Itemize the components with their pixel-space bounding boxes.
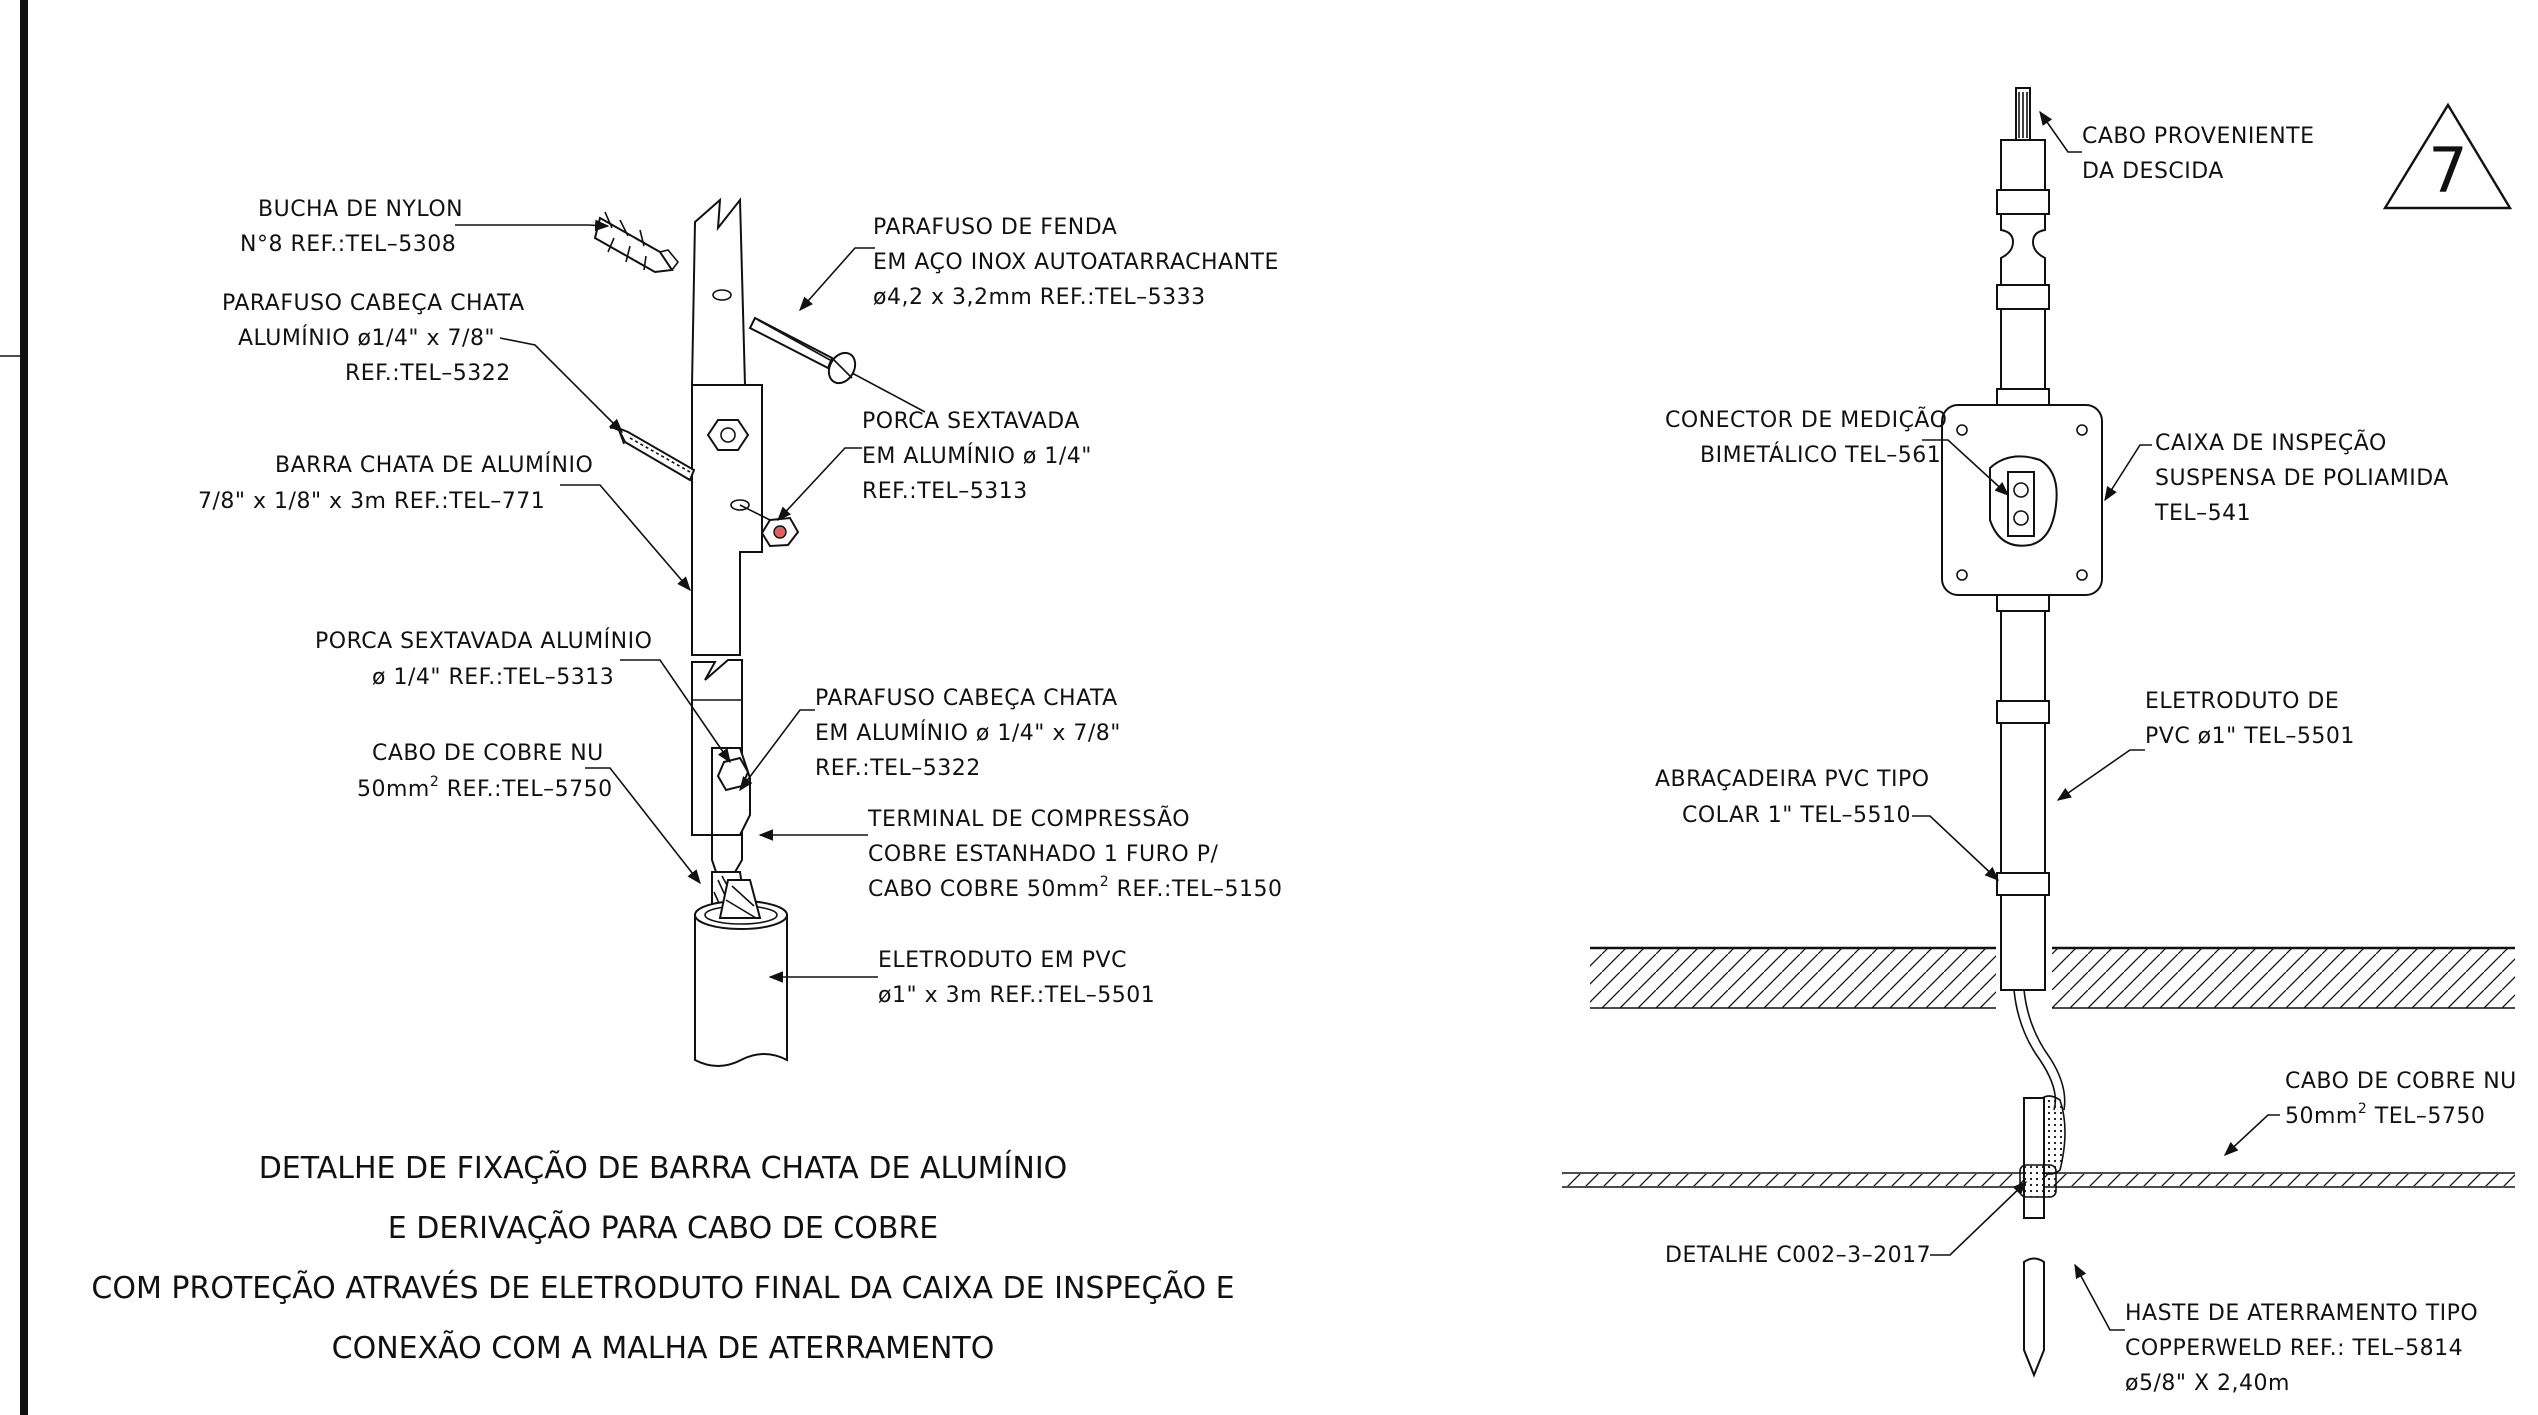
label-porca-3: REF.:TEL–5313 [862,479,1028,504]
compression-terminal-icon [711,747,751,873]
label-cabo-right-1: CABO DE COBRE NU [2285,1069,2517,1094]
label-porca-1: PORCA SEXTAVADA [862,409,1080,434]
label-pcc-bot-2: EM ALUMÍNIO ø 1/4" x 7/8" [815,720,1121,746]
label-cabo-proveniente-1: CABO PROVENIENTE [2082,124,2315,149]
hex-nut-red-icon [739,504,800,548]
label-pcc-top-2: ALUMÍNIO ø1/4" x 7/8" [238,325,495,351]
label-eletroduto-r-1: ELETRODUTO DE [2145,689,2339,714]
label-abracadeira-1: ABRAÇADEIRA PVC TIPO [1655,767,1930,792]
label-cabo-right-2: 50mm2 TEL–5750 [2285,1101,2485,1129]
detail-title: DETALHE DE FIXAÇÃO DE BARRA CHATA DE ALU… [91,1150,1234,1366]
self-tapping-screw-icon [748,316,926,413]
left-assembly [593,197,926,1067]
label-eletroduto-2: ø1" x 3m REF.:TEL–5501 [878,983,1155,1008]
pvc-conduit-left-icon [694,879,788,1067]
left-labels: BUCHA DE NYLON N°8 REF.:TEL–5308 PARAFUS… [198,197,1282,1008]
label-haste-2: COPPERWELD REF.: TEL–5814 [2125,1336,2463,1361]
nylon-anchor-icon [593,211,680,274]
label-cabo-left-1: CABO DE COBRE NU [372,741,604,766]
left-leaders [455,219,878,983]
right-leaders [1912,110,2280,1331]
label-eletroduto-1: ELETRODUTO EM PVC [878,948,1127,973]
label-fenda-1: PARAFUSO DE FENDA [873,215,1117,240]
label-pcc-top-3: REF.:TEL–5322 [345,361,511,386]
hex-nut-icon [706,419,750,451]
title-line-2: E DERIVAÇÃO PARA CABO DE COBRE [388,1210,939,1246]
label-bucha-1: BUCHA DE NYLON [258,197,463,222]
label-caixa-1: CAIXA DE INSPEÇÃO [2155,429,2387,456]
flat-bar-middle [691,384,763,656]
label-terminal-2: COBRE ESTANHADO 1 FURO P/ [868,842,1219,867]
pvc-conduit-upper [1996,139,2050,406]
label-porca-al-1: PORCA SEXTAVADA ALUMÍNIO [315,628,652,654]
label-pcc-top-1: PARAFUSO CABEÇA CHATA [222,291,525,316]
flat-bar-top [690,197,747,386]
label-conector-1: CONECTOR DE MEDIÇÃO [1665,406,1947,433]
title-line-4: CONEXÃO COM A MALHA DE ATERRAMENTO [332,1330,995,1366]
label-terminal-3: CABO COBRE 50mm2 REF.:TEL–5150 [868,874,1282,902]
label-caixa-3: TEL–541 [2154,501,2251,526]
descent-cable-icon [2015,87,2031,141]
flat-head-screw-icon [610,426,696,482]
label-abracadeira-2: COLAR 1" TEL–5510 [1682,803,1911,828]
label-barra-2: 7/8" x 1/8" x 3m REF.:TEL–771 [198,489,545,514]
label-conector-2: BIMETÁLICO TEL–561 [1700,442,1941,468]
pvc-conduit-lower [1996,594,2050,991]
label-caixa-2: SUSPENSA DE POLIAMIDA [2155,466,2449,491]
inspection-box-icon [1941,404,2103,596]
label-cabo-left-2: 50mm2 REF.:TEL–5750 [357,774,613,802]
label-fenda-2: EM AÇO INOX AUTOATARRACHANTE [873,250,1279,275]
title-line-1: DETALHE DE FIXAÇÃO DE BARRA CHATA DE ALU… [259,1150,1068,1186]
label-pcc-bot-1: PARAFUSO CABEÇA CHATA [815,686,1118,711]
ground-hatch [1590,948,2515,1008]
label-bucha-2: N°8 REF.:TEL–5308 [240,232,456,257]
label-eletroduto-r-2: PVC ø1" TEL–5501 [2145,724,2355,749]
label-pcc-bot-3: REF.:TEL–5322 [815,756,981,781]
label-cabo-proveniente-2: DA DESCIDA [2082,159,2224,184]
title-line-3: COM PROTEÇÃO ATRAVÉS DE ELETRODUTO FINAL… [91,1270,1234,1306]
sheet-border [20,0,28,1415]
grounding-rod-icon [2019,1097,2057,1378]
label-detalhe: DETALHE C002–3–2017 [1665,1243,1931,1268]
label-porca-al-2: ø 1/4" REF.:TEL–5313 [372,665,614,690]
label-terminal-1: TERMINAL DE COMPRESSÃO [867,805,1190,832]
sheet-number-badge: 7 [2382,102,2513,210]
sheet-number: 7 [2428,134,2467,207]
label-barra-1: BARRA CHATA DE ALUMÍNIO [275,452,593,478]
label-haste-1: HASTE DE ATERRAMENTO TIPO [2125,1301,2478,1326]
label-haste-3: ø5/8" X 2,40m [2125,1371,2290,1396]
right-labels: CABO PROVENIENTE DA DESCIDA CONECTOR DE … [1655,124,2517,1396]
label-fenda-3: ø4,2 x 3,2mm REF.:TEL–5333 [873,285,1206,310]
label-porca-2: EM ALUMÍNIO ø 1/4" [862,443,1092,469]
